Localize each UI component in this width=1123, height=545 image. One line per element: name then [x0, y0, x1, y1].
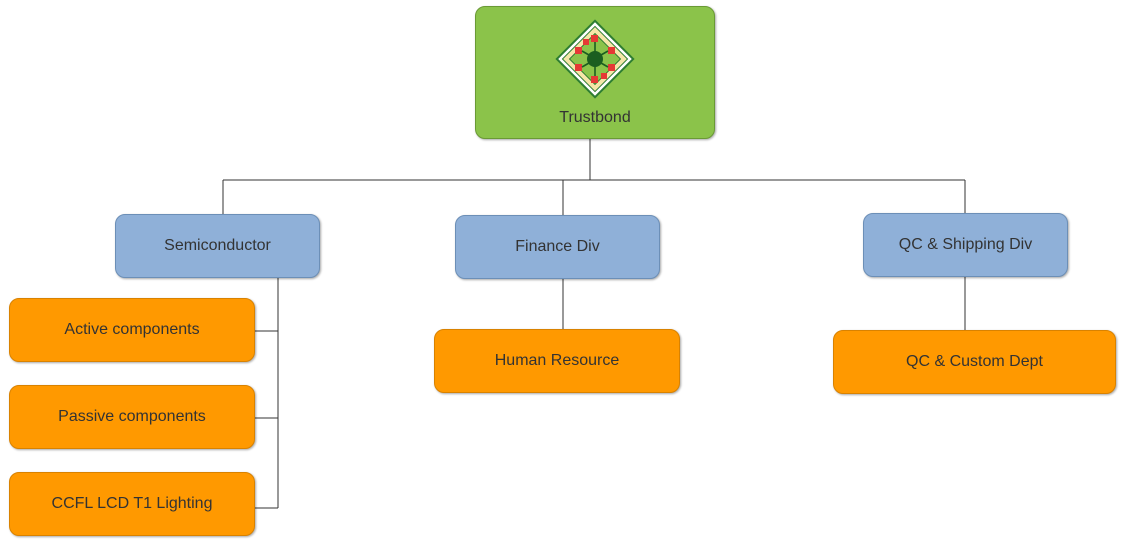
department-label: CCFL LCD T1 Lighting [51, 495, 213, 512]
division-label: Semiconductor [164, 237, 271, 254]
department-human-resource[interactable]: Human Resource [434, 329, 680, 393]
department-label: Active components [64, 321, 200, 338]
circuit-chip-icon [555, 19, 635, 99]
department-label: Human Resource [494, 352, 620, 369]
root-node[interactable]: Trustbond [475, 6, 715, 139]
department-active-components[interactable]: Active components [9, 298, 255, 362]
department-passive-components[interactable]: Passive components [9, 385, 255, 449]
division-label: Finance Div [515, 238, 600, 255]
division-finance[interactable]: Finance Div [455, 215, 660, 279]
department-label: Passive components [58, 408, 206, 425]
department-label: QC & Custom Dept [906, 353, 1043, 370]
division-qc-shipping[interactable]: QC & Shipping Div [863, 213, 1068, 277]
department-qc-custom[interactable]: QC & Custom Dept [833, 330, 1116, 394]
division-label: QC & Shipping Div [898, 236, 1033, 253]
department-ccfl-lcd-lighting[interactable]: CCFL LCD T1 Lighting [9, 472, 255, 536]
root-label: Trustbond [559, 109, 631, 126]
division-semiconductor[interactable]: Semiconductor [115, 214, 320, 278]
